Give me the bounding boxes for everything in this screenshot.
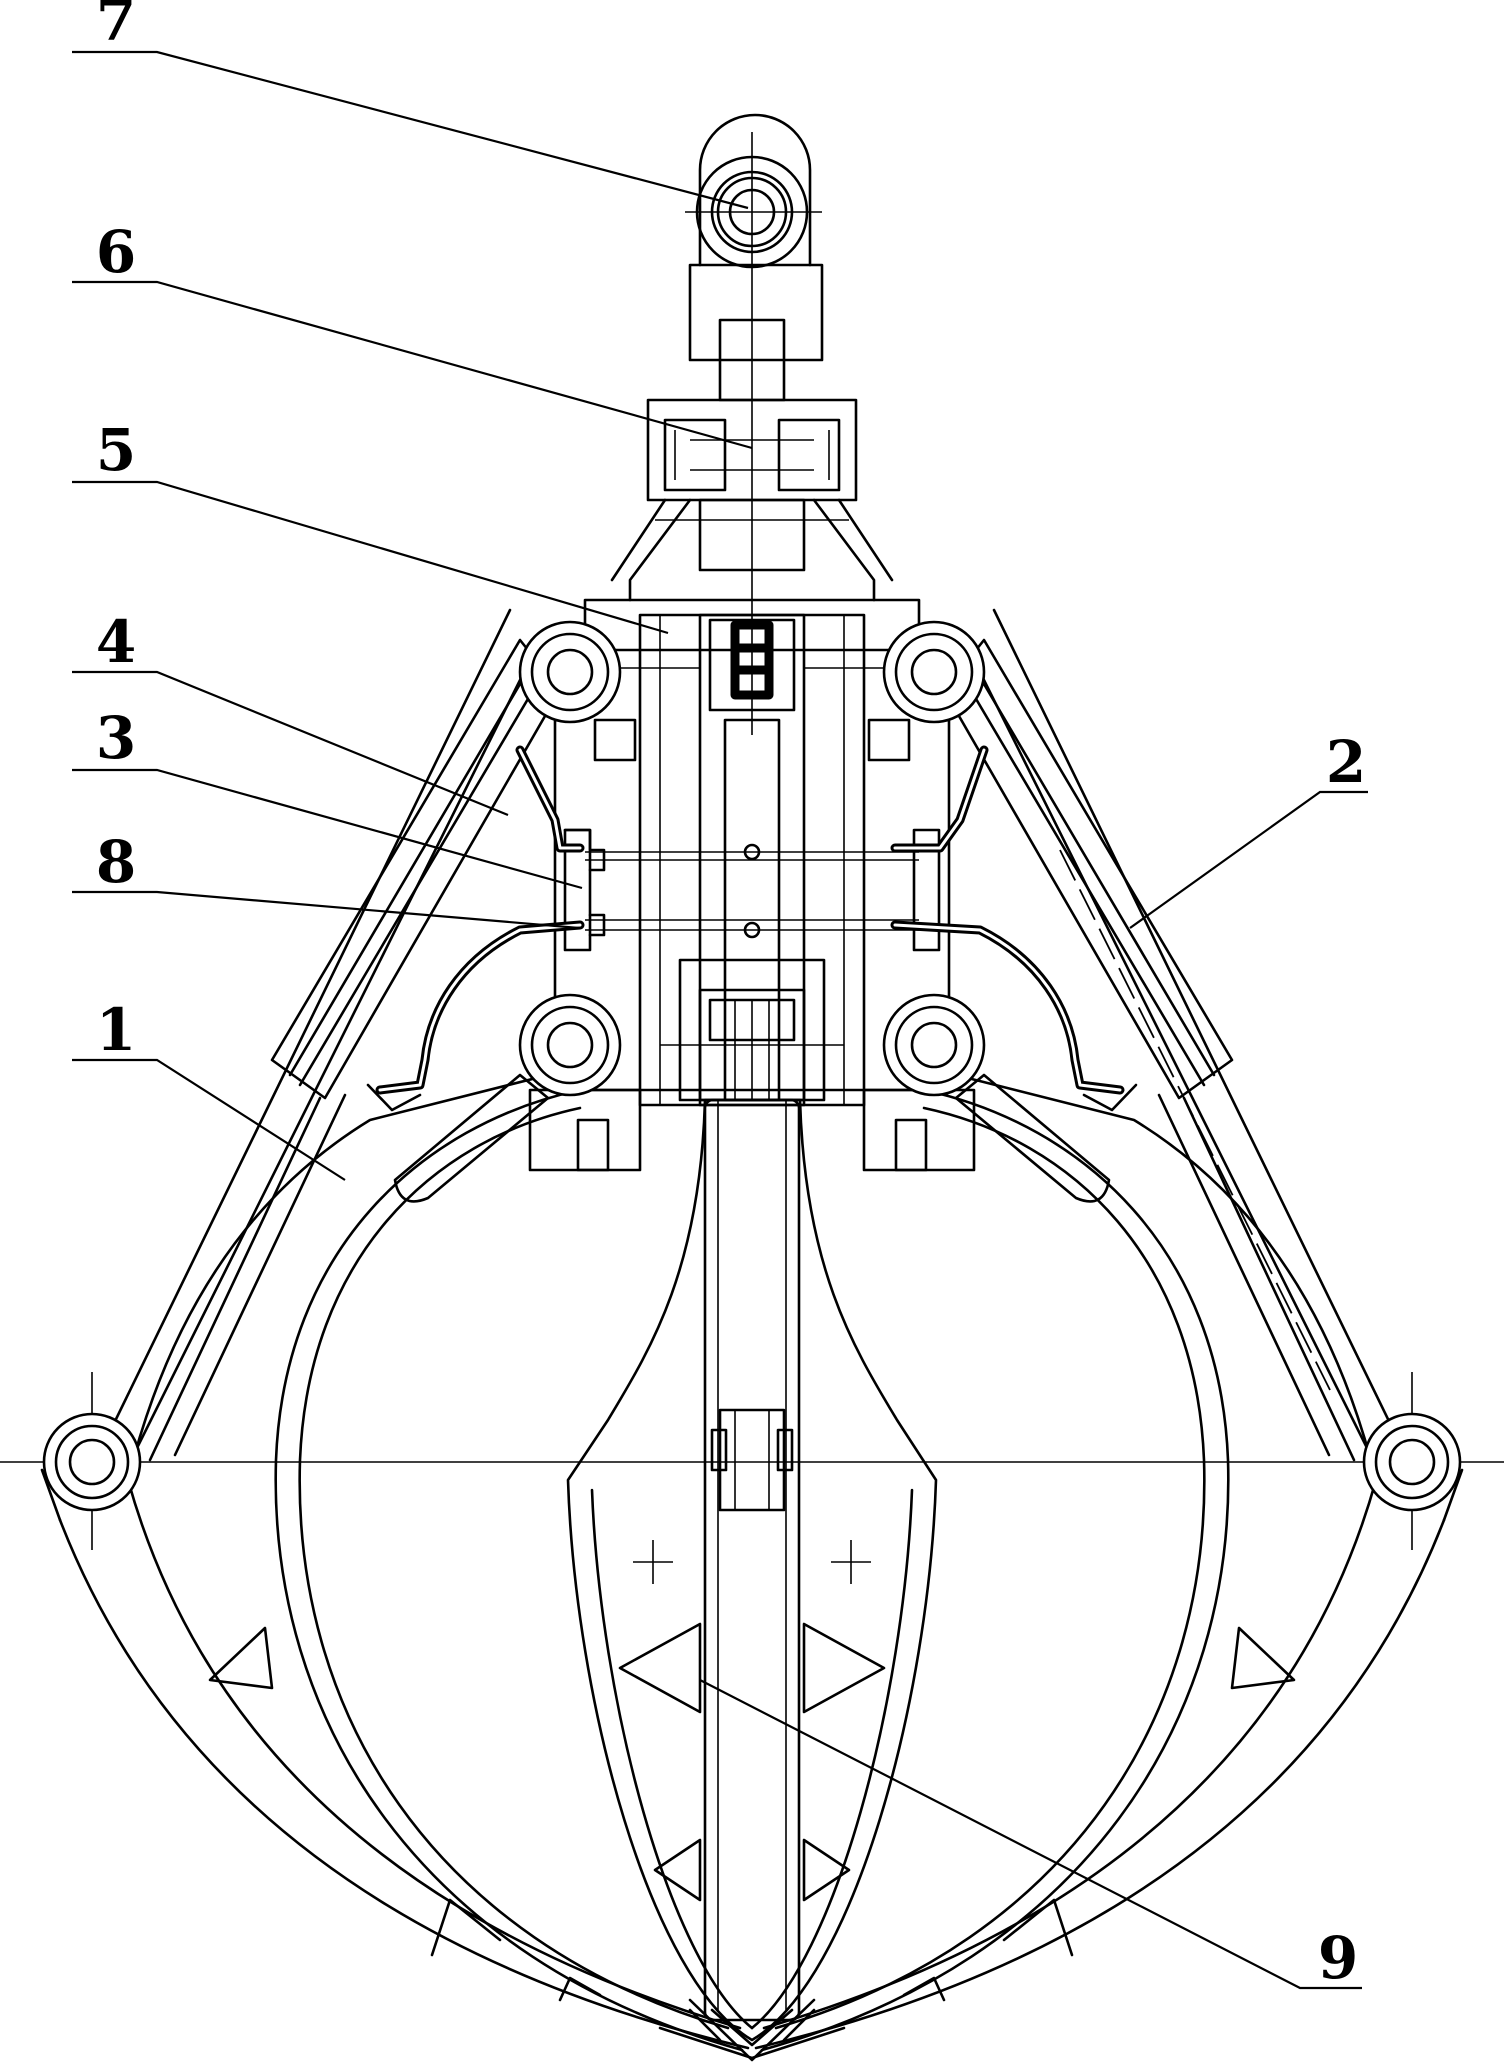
left-arm-bar [100,610,560,1462]
pin-outer-right [1364,1414,1460,1510]
callout-9: 9 [1318,1924,1358,1992]
callout-7: 7 [96,0,136,54]
callout-6: 6 [96,218,136,286]
pin-lower-right [884,995,984,1095]
pin-upper-right [884,622,984,722]
pin-upper-left [520,622,620,722]
callout-3: 3 [96,704,136,772]
right-shell [756,1072,1462,2050]
callout-1: 1 [96,996,136,1064]
left-shell [42,1072,748,2050]
pin-lower-left [520,995,620,1095]
pin-outer-left [44,1414,140,1510]
callout-8: 8 [96,828,136,896]
center-lines [0,132,1504,1550]
callout-5: 5 [96,416,136,484]
callout-labels: 7 6 5 4 3 8 1 2 9 [96,0,1366,1992]
center-spear-plate [568,1100,936,2045]
bucket-teeth [660,2000,844,2060]
callout-4: 4 [96,608,136,676]
callout-2: 2 [1326,728,1366,796]
